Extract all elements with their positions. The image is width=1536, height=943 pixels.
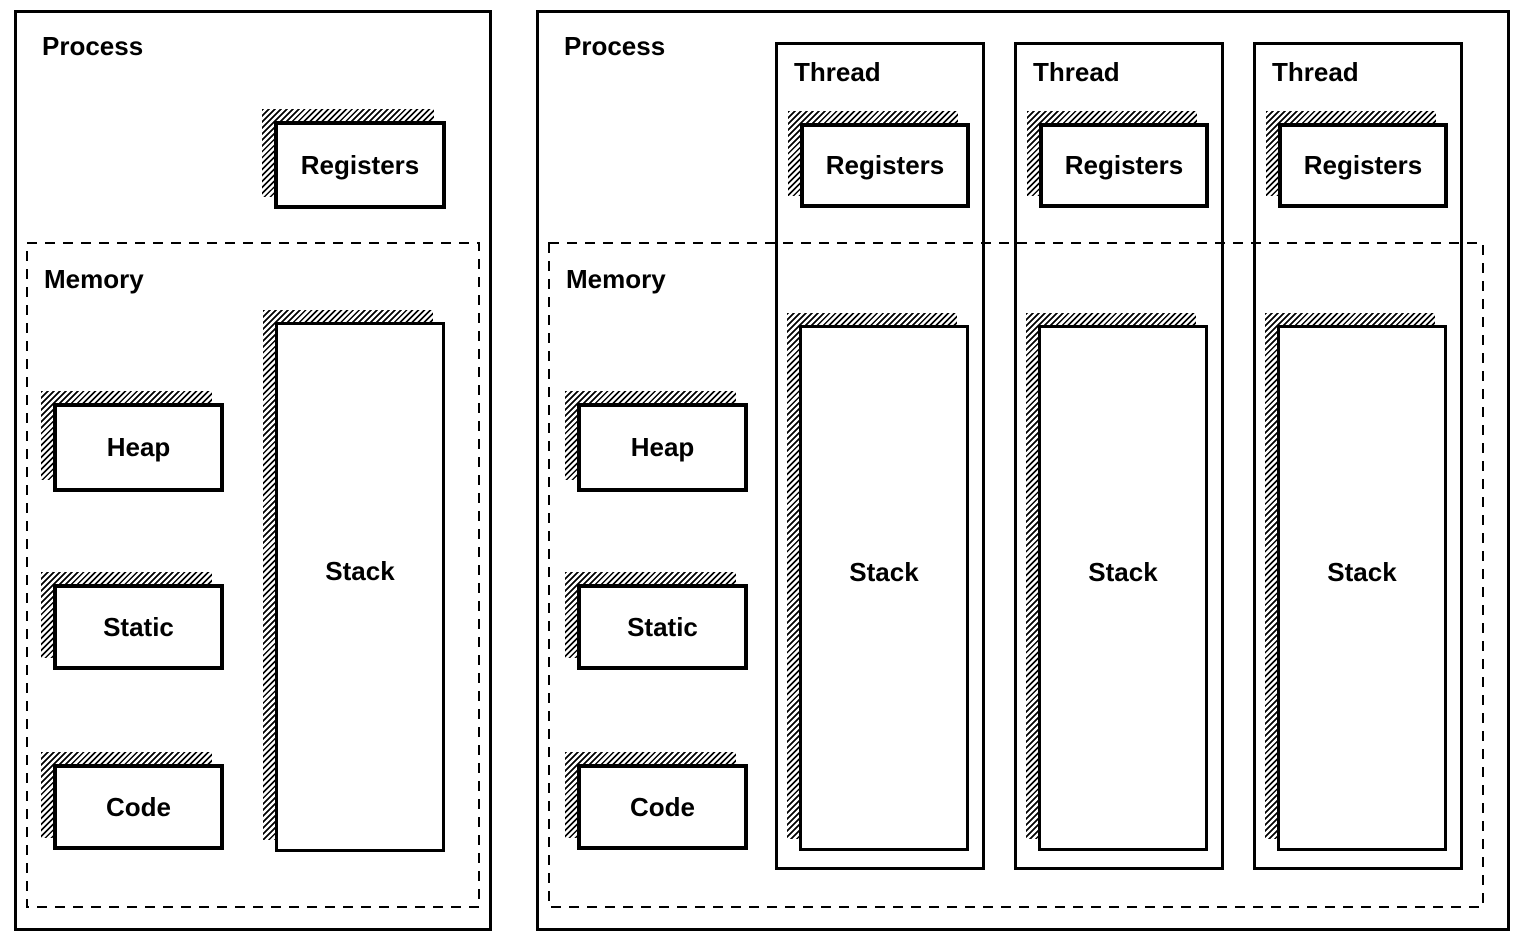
thread-box-1: Thread Registers Stack [775, 42, 985, 870]
static-label: Static [577, 584, 748, 670]
stack-box: Stack [1265, 313, 1447, 851]
registers-box: Registers [262, 109, 446, 209]
heap-label: Heap [53, 403, 224, 492]
memory-region: Memory Heap Static Code [548, 242, 1484, 908]
registers-box: Registers [1266, 111, 1448, 208]
code-label: Code [53, 764, 224, 850]
registers-label: Registers [274, 121, 446, 209]
process-title: Process [42, 31, 144, 61]
memory-title: Memory [566, 264, 666, 294]
code-box: Code [565, 752, 748, 850]
registers-box: Registers [788, 111, 970, 208]
registers-label: Registers [1278, 123, 1448, 208]
multi-thread-process-box: Process Memory Heap Static Code Thread [536, 10, 1510, 931]
thread-title: Thread [1033, 57, 1120, 87]
stack-box: Stack [263, 310, 445, 852]
static-label: Static [53, 584, 224, 670]
memory-region: Memory Heap Static Code Stack [26, 242, 480, 908]
memory-dashed-border [26, 242, 480, 908]
stack-label: Stack [799, 325, 969, 851]
heap-box: Heap [41, 391, 224, 492]
memory-dashed-border [548, 242, 1484, 908]
heap-box: Heap [565, 391, 748, 492]
memory-title: Memory [44, 264, 144, 294]
stack-label: Stack [1038, 325, 1208, 851]
process-title: Process [564, 31, 666, 61]
stack-label: Stack [1277, 325, 1447, 851]
thread-title: Thread [794, 57, 881, 87]
code-label: Code [577, 764, 748, 850]
single-thread-process-box: Process Registers Memory Heap Static Cod… [14, 10, 492, 931]
heap-label: Heap [577, 403, 748, 492]
thread-box-3: Thread Registers Stack [1253, 42, 1463, 870]
registers-label: Registers [800, 123, 970, 208]
registers-box: Registers [1027, 111, 1209, 208]
registers-label: Registers [1039, 123, 1209, 208]
stack-label: Stack [275, 322, 445, 852]
static-box: Static [41, 572, 224, 670]
thread-title: Thread [1272, 57, 1359, 87]
code-box: Code [41, 752, 224, 850]
stack-box: Stack [787, 313, 969, 851]
stack-box: Stack [1026, 313, 1208, 851]
thread-box-2: Thread Registers Stack [1014, 42, 1224, 870]
static-box: Static [565, 572, 748, 670]
